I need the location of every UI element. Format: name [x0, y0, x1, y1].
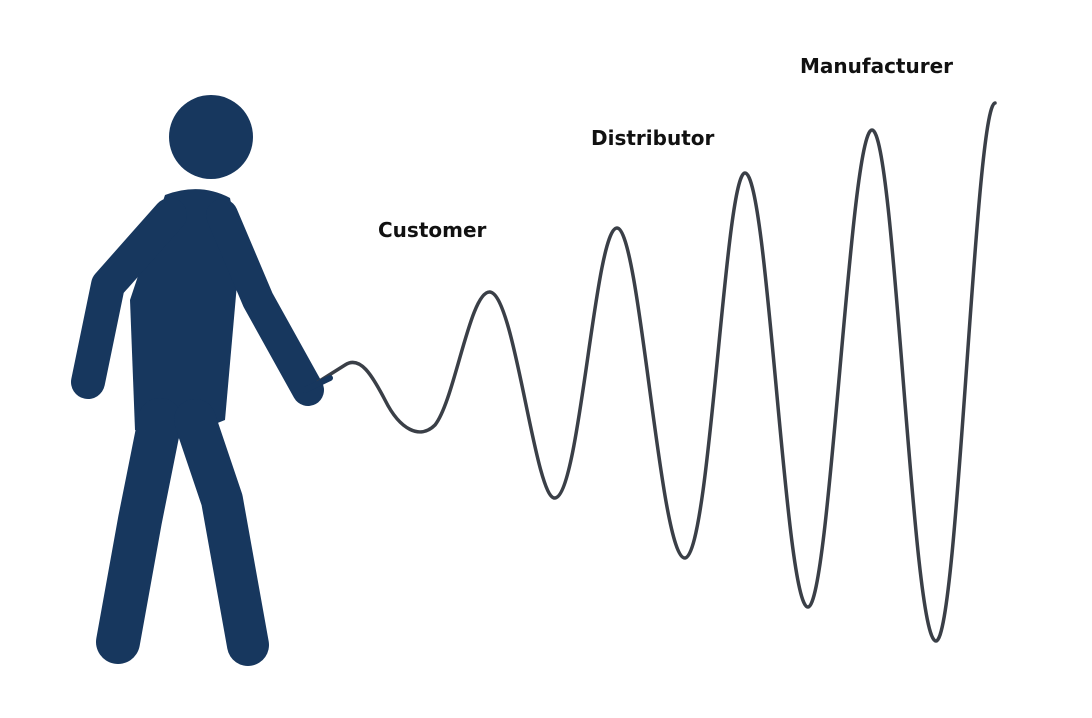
label-manufacturer: Manufacturer	[800, 54, 954, 78]
person-right-arm	[206, 199, 324, 406]
person-left-arm	[71, 198, 187, 399]
bullwhip-wave	[316, 101, 997, 643]
whip-handle	[302, 375, 333, 393]
person-left-leg	[96, 398, 182, 664]
label-customer: Customer	[378, 218, 487, 242]
person-right-leg	[174, 399, 269, 666]
person-head	[169, 95, 253, 179]
person-walking-icon	[71, 95, 324, 666]
label-distributor: Distributor	[591, 126, 715, 150]
